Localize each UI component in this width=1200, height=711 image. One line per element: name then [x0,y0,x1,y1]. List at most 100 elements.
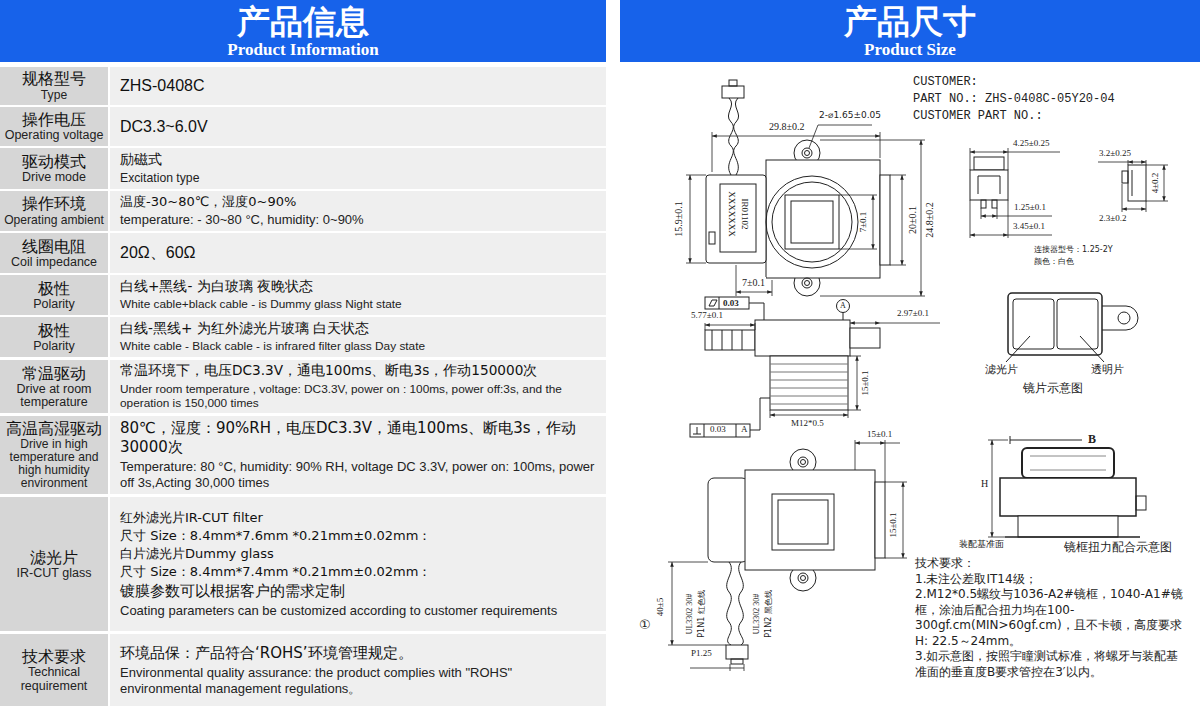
dimension-line [672,562,673,645]
dimension-line [712,136,880,137]
label-holder: 15±0.1 [861,369,871,396]
top-view [805,151,810,156]
wire-label: UL3302 30# [753,593,762,636]
wire-label: P1N1 红色线 [698,589,707,639]
datum-label: A [740,425,749,435]
side-view [690,424,750,437]
dimension-line [848,356,861,410]
dimension-label: 24.8±0.2 [924,201,935,239]
label-holder: M12*0.5 [790,419,825,429]
dimension-label: 15.9±0.1 [673,200,684,238]
dimension-line [770,410,848,418]
dimension-line [873,195,874,249]
row-value: Environmental quality assurance: the pro… [120,665,596,697]
label-holder: 0.03 [722,299,740,309]
dimension-label: 3.45±0.1 [1012,222,1046,232]
dimension-line [1098,160,1146,165]
dimension-label: 2-⌀1.65±0.05 [818,111,882,121]
connector-detail [970,170,1008,200]
note-line: 3.如示意图，按照宇瞳测试标准，将螺牙与装配基准面的垂直度B要求管控在3′以内。 [915,649,1187,680]
row-value: DC3.3~6.0V [120,117,208,137]
dimension-line [970,235,1008,236]
row-label: 操作环境 [22,195,86,213]
row-label-english: Polarity [33,298,75,312]
table-value-cell: 白线+黑线- 为白玻璃 夜晚状态White cable+black cable … [110,275,606,315]
side-view [750,398,770,430]
row-value: 镀膜参数可以根据客户的需求定制 [120,582,345,601]
row-label-english: IR-CUT glass [17,567,92,581]
table-label-cell: 操作环境Operating ambient [0,191,108,231]
dimension-label: 20±0.1 [907,205,918,235]
title-block-text: CUSTOMER PART NO.: [912,110,1044,123]
bottom-view [798,573,808,583]
bottom-view [772,494,834,550]
lens-holder-sketch [1018,516,1118,537]
table-label-cell: 常温驱动Drive at room temperature [0,360,108,413]
row-value: Under room temperature , voltage: DC3.3V… [120,382,596,411]
label-holder: 7±0.1 [741,277,766,288]
label-holder: 5.77±0.1 [690,311,724,321]
row-label: 驱动模式 [22,152,86,171]
top-view [785,195,839,249]
dimension-line [857,356,858,410]
lens-holder-sketch [1010,436,1082,444]
side-view [770,364,848,404]
header-title: 产品信息 [237,4,369,40]
side-view [749,303,764,320]
connector-detail [1132,170,1133,196]
top-view [706,80,890,296]
top-view [766,160,880,278]
row-label-english: Drive mode [22,171,86,185]
table-value-cell: DC3.3~6.0V [110,107,606,146]
label-holder: UL3302 30# [753,593,762,636]
dimension-line [1122,184,1146,212]
side-view [705,297,749,309]
dimension-label: 2.97±0.1 [896,309,930,319]
header-band: 产品信息Product Information [0,0,606,62]
side-view [770,356,848,410]
top-view [766,176,858,268]
label-holder: 镜框扭力配合示意图 [1063,541,1173,554]
row-value: 红外滤光片IR-CUT filter [120,510,263,526]
side-view [843,313,844,321]
row-value: 尺寸 Size：8.4mm*7.4mm *0.21mm±0.02mm： [120,564,431,580]
row-value: White cable+black cable - is Dummy glass… [120,297,402,312]
label-holder: P1N2 黑色线 [765,589,774,639]
lens-sketch [1118,312,1130,324]
dimension-label: 2.3±0.2 [1098,214,1127,224]
top-view [805,281,810,286]
row-label: 规格型号 [22,70,86,88]
connector-detail [1128,165,1146,201]
side-view [704,424,736,437]
lens-holder-sketch [1030,456,1106,470]
side-view [709,300,717,306]
row-value: 环境品保：产品符合‘ROHS’环境管理规定。 [120,644,413,663]
dimension-line [903,482,904,558]
dimension-label: H [980,478,989,489]
dimension-line [970,200,1052,238]
dimension-line [736,265,772,296]
label-holder: 装配基准面 [958,540,1005,550]
row-value: 温度-30~80℃，湿度0~90% [120,194,296,210]
table-value-cell: 温度-30~80℃，湿度0~90%temperature: - 30~80 °C… [110,191,606,231]
row-label: 高温高湿驱动 [6,420,102,438]
bottom-view [801,460,806,465]
dimension-label: M12*0.5 [790,419,825,429]
label-holder: UL3302 30# [686,593,695,636]
label-holder: A [740,425,749,435]
dimension-line [921,140,922,296]
dimension-label: 15±0.1 [866,430,893,440]
header-band: 产品尺寸Product Size [620,0,1200,62]
dimension-label: 29.8±0.2 [768,121,806,132]
top-view [709,232,715,244]
lens-holder-sketch [1005,536,1140,538]
label-holder: XXXXXXX [726,190,736,238]
side-view [693,427,701,434]
header-title: 产品尺寸 [844,4,976,40]
row-value: 常温环境下，电压DC3.3V，通电100ms、断电3s，作动150000次 [120,362,537,379]
connector-detail [981,200,986,208]
label-holder: 24.8±0.2 [924,201,935,239]
row-label-english: Technical requirement [4,666,104,693]
part-marking: IR01102 [739,197,749,230]
dimension-label: 7±0.1 [741,277,766,288]
